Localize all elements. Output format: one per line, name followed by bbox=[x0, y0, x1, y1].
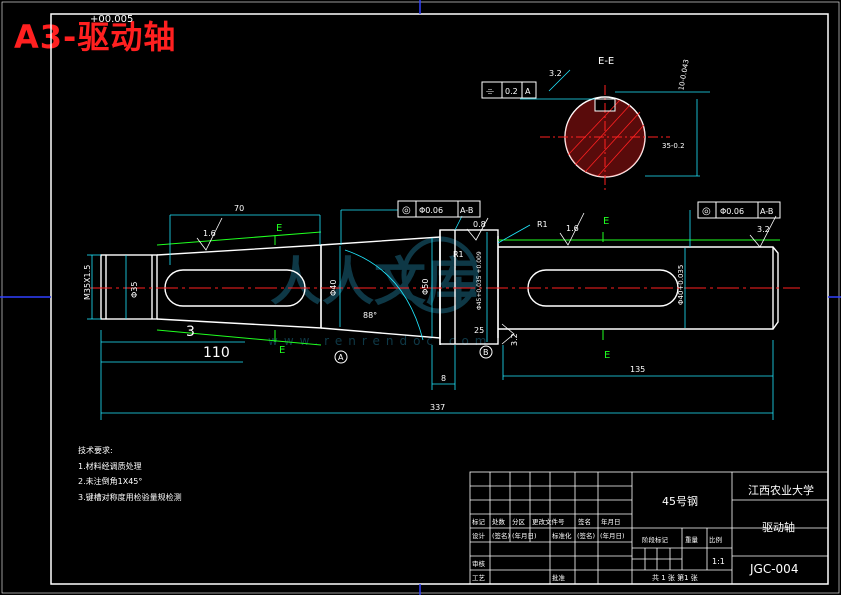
section-view: ⌯ 0.2 A E-E 3.2 10-0.043 35-0.2 bbox=[481, 56, 710, 190]
rough-32a: 3.2 bbox=[757, 225, 770, 234]
roughness-symbols bbox=[196, 212, 777, 345]
section-mark-e2: E bbox=[279, 345, 285, 356]
dim-8: 8 bbox=[441, 374, 446, 383]
tb-review: 审核 bbox=[472, 559, 486, 568]
rough-08: 0.8 bbox=[473, 220, 486, 229]
dim-angle: 88° bbox=[363, 311, 377, 320]
tol-left-value: Φ0.06 bbox=[419, 206, 443, 215]
green-lines bbox=[156, 231, 780, 346]
watermark-url: www.renrendoc.com bbox=[268, 334, 492, 348]
rough-16a: 1.6 bbox=[203, 229, 216, 238]
top-left-note: +00.005 bbox=[90, 14, 133, 25]
tol-value-ee: 0.2 bbox=[505, 87, 518, 96]
section-roughness: 3.2 bbox=[549, 69, 562, 78]
tol-right-datum: A-B bbox=[760, 207, 773, 216]
tb-sign2: (签名) bbox=[492, 531, 510, 540]
tol-left-datum: A-B bbox=[460, 206, 473, 215]
dim-110: 110 bbox=[203, 345, 230, 361]
title-block-labels: 标记 处数 分区 更改文件号 签名 年月日 设计 (签名) (年月日) 标准化 … bbox=[472, 517, 722, 582]
watermark-text: 人人文库 bbox=[270, 253, 478, 313]
dim-dia45: Φ45+0.035 +0.009 bbox=[476, 251, 483, 310]
tb-material: 45号钢 bbox=[662, 495, 698, 508]
section-label: E-E bbox=[598, 56, 614, 67]
section-mark-e1: E bbox=[276, 223, 282, 234]
tolerance-frame-left bbox=[397, 200, 481, 218]
section-mark-e4: E bbox=[604, 350, 610, 361]
tb-part-name: 驱动轴 bbox=[762, 520, 795, 534]
tech-item-3: 3.键槽对称度用检验量规检测 bbox=[78, 492, 182, 502]
dim-337: 337 bbox=[430, 403, 445, 412]
tb-date: 年月日 bbox=[601, 517, 621, 526]
tol-left-symbol: ◎ bbox=[402, 205, 411, 216]
rough-32b: 3.2 bbox=[510, 333, 519, 346]
tb-design: 设计 bbox=[472, 531, 486, 540]
title-block bbox=[469, 471, 829, 585]
dim-r1b: R1 bbox=[537, 220, 548, 229]
rough-16b: 1.6 bbox=[566, 224, 579, 233]
watermark: 人人文库 www.renrendoc.com bbox=[268, 236, 492, 348]
dim-70: 70 bbox=[234, 204, 244, 213]
tol-datum-ee: A bbox=[525, 87, 531, 96]
dimension-texts: 70 110 3 135 337 8 25 M35X1.5 Φ35 Φ40 Φ5… bbox=[83, 204, 770, 412]
dim-3: 3 bbox=[186, 324, 195, 340]
tb-mark: 标记 bbox=[472, 517, 486, 526]
tb-school: 江西农业大学 bbox=[748, 483, 814, 497]
tb-weight: 重量 bbox=[685, 536, 699, 544]
tech-heading: 技术要求: bbox=[78, 445, 113, 455]
tech-item-2: 2.未注倒角1X45° bbox=[78, 476, 142, 486]
dim-135: 135 bbox=[630, 365, 645, 374]
tb-approve: 批准 bbox=[552, 573, 566, 582]
tb-sign3: (签名) bbox=[577, 531, 595, 540]
tb-sign: 签名 bbox=[578, 517, 591, 526]
dim-thread: M35X1.5 bbox=[83, 265, 92, 300]
datum-b-circle bbox=[479, 345, 493, 359]
datum-a-circle bbox=[334, 350, 348, 364]
tol-symbol-ee: ⌯ bbox=[486, 86, 494, 97]
tb-sheet-info: 共 1 张 第1 张 bbox=[652, 573, 698, 582]
datum-b: B bbox=[483, 348, 489, 357]
tol-right-symbol: ◎ bbox=[702, 206, 711, 217]
dim-25: 25 bbox=[474, 326, 484, 335]
tb-date2: (年月日) bbox=[512, 531, 537, 540]
tb-stage-mark: 阶段标记 bbox=[642, 535, 669, 544]
tb-standard: 标准化 bbox=[552, 531, 572, 540]
keyway-width: 10-0.043 bbox=[677, 59, 690, 91]
tb-scale: 1:1 bbox=[712, 557, 725, 566]
dim-dia50: Φ50 bbox=[421, 279, 430, 295]
tech-item-1: 1.材料经调质处理 bbox=[78, 461, 142, 471]
dim-dia40b: Φ40+0.035 bbox=[677, 265, 685, 305]
drawing-title: A3-驱动轴 bbox=[14, 18, 177, 56]
tb-change-doc: 更改文件号 bbox=[532, 517, 565, 526]
tb-drawing-no: JGC-004 bbox=[749, 562, 798, 576]
tolerance-frame-right bbox=[697, 201, 781, 219]
tb-date3: (年月日) bbox=[600, 531, 625, 540]
datum-a: A bbox=[338, 353, 344, 362]
tb-count: 处数 bbox=[492, 517, 506, 526]
tb-ratio: 比例 bbox=[709, 535, 722, 544]
tech-requirements: 技术要求: 1.材料经调质处理 2.未注倒角1X45° 3.键槽对称度用检验量规… bbox=[78, 445, 182, 502]
dim-dia40: Φ40 bbox=[329, 280, 338, 296]
keyway-depth: 35-0.2 bbox=[662, 142, 685, 150]
dim-dia35: Φ35 bbox=[130, 282, 139, 298]
tb-process: 工艺 bbox=[472, 574, 486, 582]
tol-right-value: Φ0.06 bbox=[720, 207, 744, 216]
tb-zone: 分区 bbox=[512, 517, 526, 526]
dimension-lines bbox=[87, 209, 774, 420]
dim-r1a: R1 bbox=[453, 250, 464, 259]
section-mark-e3: E bbox=[603, 216, 609, 227]
